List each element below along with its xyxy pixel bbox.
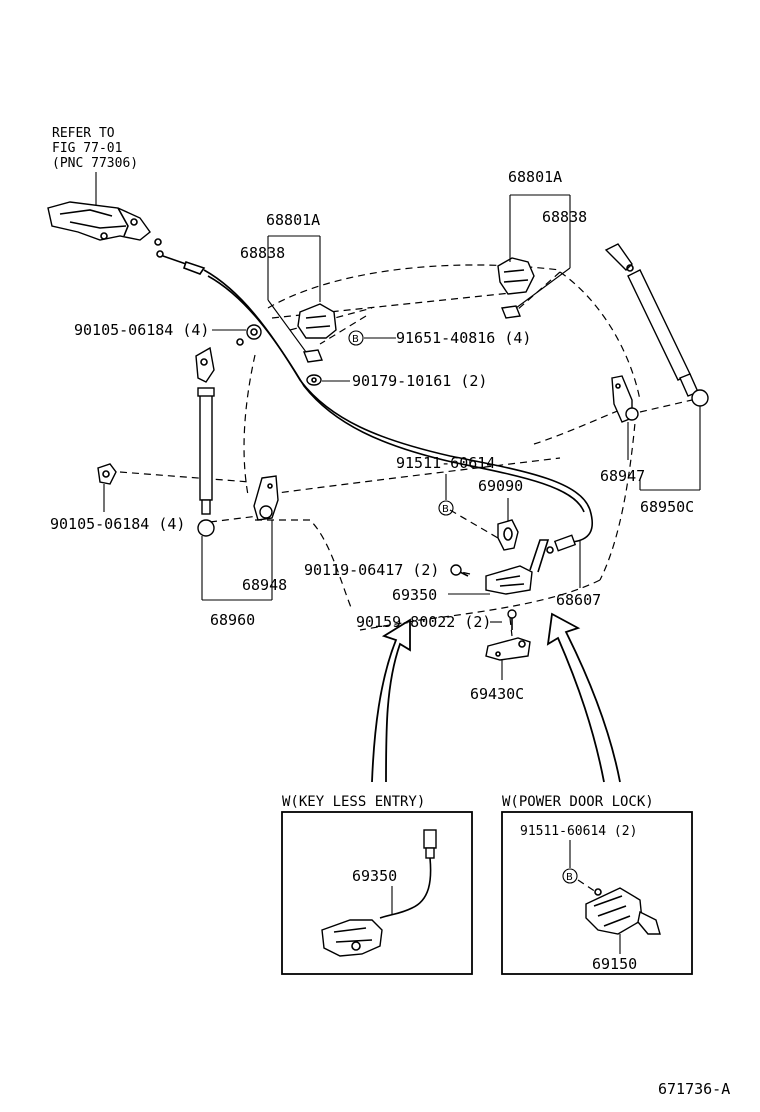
label-91651: 91651-40816 (4) [396, 329, 531, 347]
refer-line-3: (PNC 77306) [52, 156, 138, 171]
label-68947: 68947 [600, 467, 645, 485]
label-69350-main: 69350 [392, 586, 437, 604]
powerlock-part-label: 69150 [592, 955, 637, 973]
powerlock-detail-box [501, 811, 693, 975]
latch-right-icon [497, 257, 535, 319]
keyless-detail-box [281, 811, 473, 975]
bolt-90105-bottom-icon [97, 463, 117, 485]
arrow-powerlock-icon [546, 612, 621, 783]
b-marker-powerlock [562, 868, 578, 884]
label-68950c: 68950C [640, 498, 694, 516]
hinge-part-icon [47, 201, 162, 246]
label-68960: 68960 [210, 611, 255, 629]
keyless-part-label: 69350 [352, 867, 397, 885]
label-90105-bottom: 90105-06184 (4) [50, 515, 185, 533]
svg-text:B: B [442, 504, 449, 515]
label-68838-right: 68838 [542, 208, 587, 226]
label-69430c: 69430C [470, 685, 524, 703]
nut-90179-icon [306, 374, 322, 386]
bracket-68948-icon [253, 475, 279, 521]
release-cable-icon [156, 250, 594, 554]
b-marker-91651 [348, 330, 364, 346]
bolt-90105-top-icon [236, 324, 262, 346]
stay-damper-right-icon [604, 243, 709, 407]
label-68838-left: 68838 [240, 244, 285, 262]
arrow-keyless-icon [371, 618, 411, 783]
b-marker-91511 [438, 500, 454, 516]
keyless-box-title: W(KEY LESS ENTRY) [282, 794, 425, 810]
label-68801a-left: 68801A [266, 211, 320, 229]
label-91511-mid: 91511-60614 [396, 454, 495, 472]
label-68607: 68607 [556, 591, 601, 609]
label-68948: 68948 [242, 576, 287, 594]
label-69090: 69090 [478, 477, 523, 495]
label-90159: 90159-80022 (2) [356, 613, 491, 631]
label-90119: 90119-06417 (2) [304, 561, 439, 579]
latch-left-icon [297, 303, 337, 363]
powerlock-box-title: W(POWER DOOR LOCK) [502, 794, 654, 810]
screw-90119-icon [450, 564, 469, 577]
svg-text:B: B [566, 872, 573, 883]
door-lock-69350-icon [485, 539, 550, 595]
refer-line-2: FIG 77-01 [52, 141, 122, 156]
stay-damper-left-icon [195, 346, 215, 537]
actuator-69150-icon [585, 887, 661, 935]
bracket-68947-icon [611, 375, 639, 423]
striker-69430c-icon [485, 637, 531, 661]
refer-line-1: REFER TO [52, 126, 115, 141]
label-90105-top: 90105-06184 (4) [74, 321, 209, 339]
keyless-lock-icon [321, 829, 437, 957]
figure-code: 671736-A [658, 1080, 730, 1098]
label-90179: 90179-10161 (2) [352, 372, 487, 390]
screw-90159-icon [507, 609, 517, 630]
svg-text:B: B [352, 334, 359, 345]
powerlock-bolt-label: 91511-60614 (2) [520, 824, 637, 839]
lock-cylinder-69090-icon [497, 519, 519, 551]
label-68801a-right: 68801A [508, 168, 562, 186]
